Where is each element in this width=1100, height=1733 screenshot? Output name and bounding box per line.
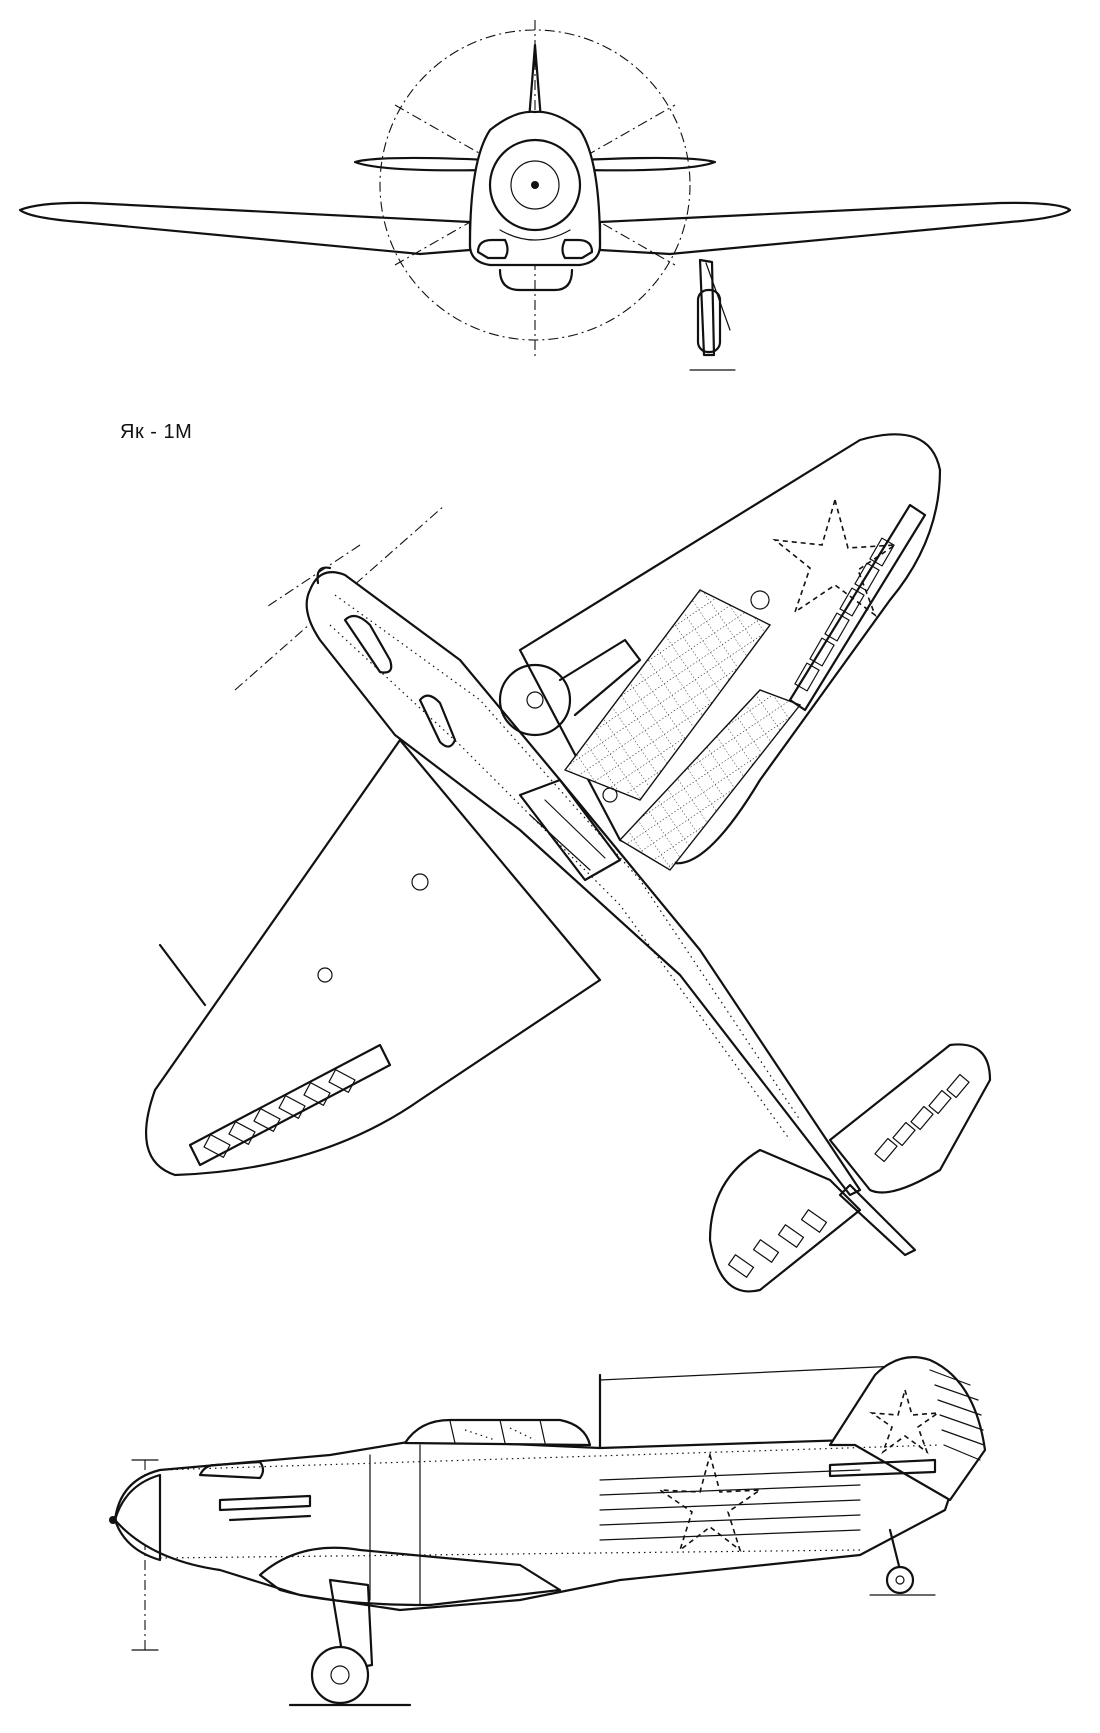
side-main-wheel xyxy=(310,1645,370,1705)
plan-aileron-right xyxy=(788,503,927,712)
plan-wing-left xyxy=(144,738,602,1177)
plan-pitot xyxy=(158,943,207,1007)
side-tail-wheel xyxy=(885,1565,915,1595)
plan-tailplane-left xyxy=(708,1148,862,1293)
plan-tailplane-right xyxy=(828,1043,992,1194)
side-tailplane xyxy=(828,1458,937,1478)
aircraft-model-label: Як - 1М xyxy=(120,421,193,443)
plan-canopy xyxy=(518,778,622,882)
side-wing-root xyxy=(258,1546,562,1607)
side-fin xyxy=(828,1356,987,1502)
front-tailplane xyxy=(353,156,492,172)
plan-flap-outer xyxy=(618,689,802,871)
side-main-gear xyxy=(328,1578,374,1672)
plan-star-insignia xyxy=(772,497,898,618)
side-view xyxy=(109,1356,987,1707)
plan-view xyxy=(144,433,992,1293)
side-fuselage-stringers xyxy=(599,1469,861,1541)
plan-aileron-left xyxy=(188,1043,392,1167)
front-view xyxy=(18,20,1072,371)
plan-wheel-well xyxy=(498,663,572,737)
plan-spinner xyxy=(316,566,332,585)
side-rudder-ribs xyxy=(929,1369,985,1461)
side-star-fin xyxy=(869,1387,941,1455)
side-antenna-wire xyxy=(599,1364,921,1381)
side-star-fuselage xyxy=(657,1451,763,1553)
front-wing xyxy=(18,201,472,256)
side-canopy xyxy=(403,1418,592,1447)
front-landing-gear xyxy=(698,258,716,357)
plan-fuselage xyxy=(305,571,862,1197)
side-fuselage xyxy=(113,1438,957,1612)
side-spinner xyxy=(113,1473,162,1562)
plan-wing-right xyxy=(518,433,942,865)
